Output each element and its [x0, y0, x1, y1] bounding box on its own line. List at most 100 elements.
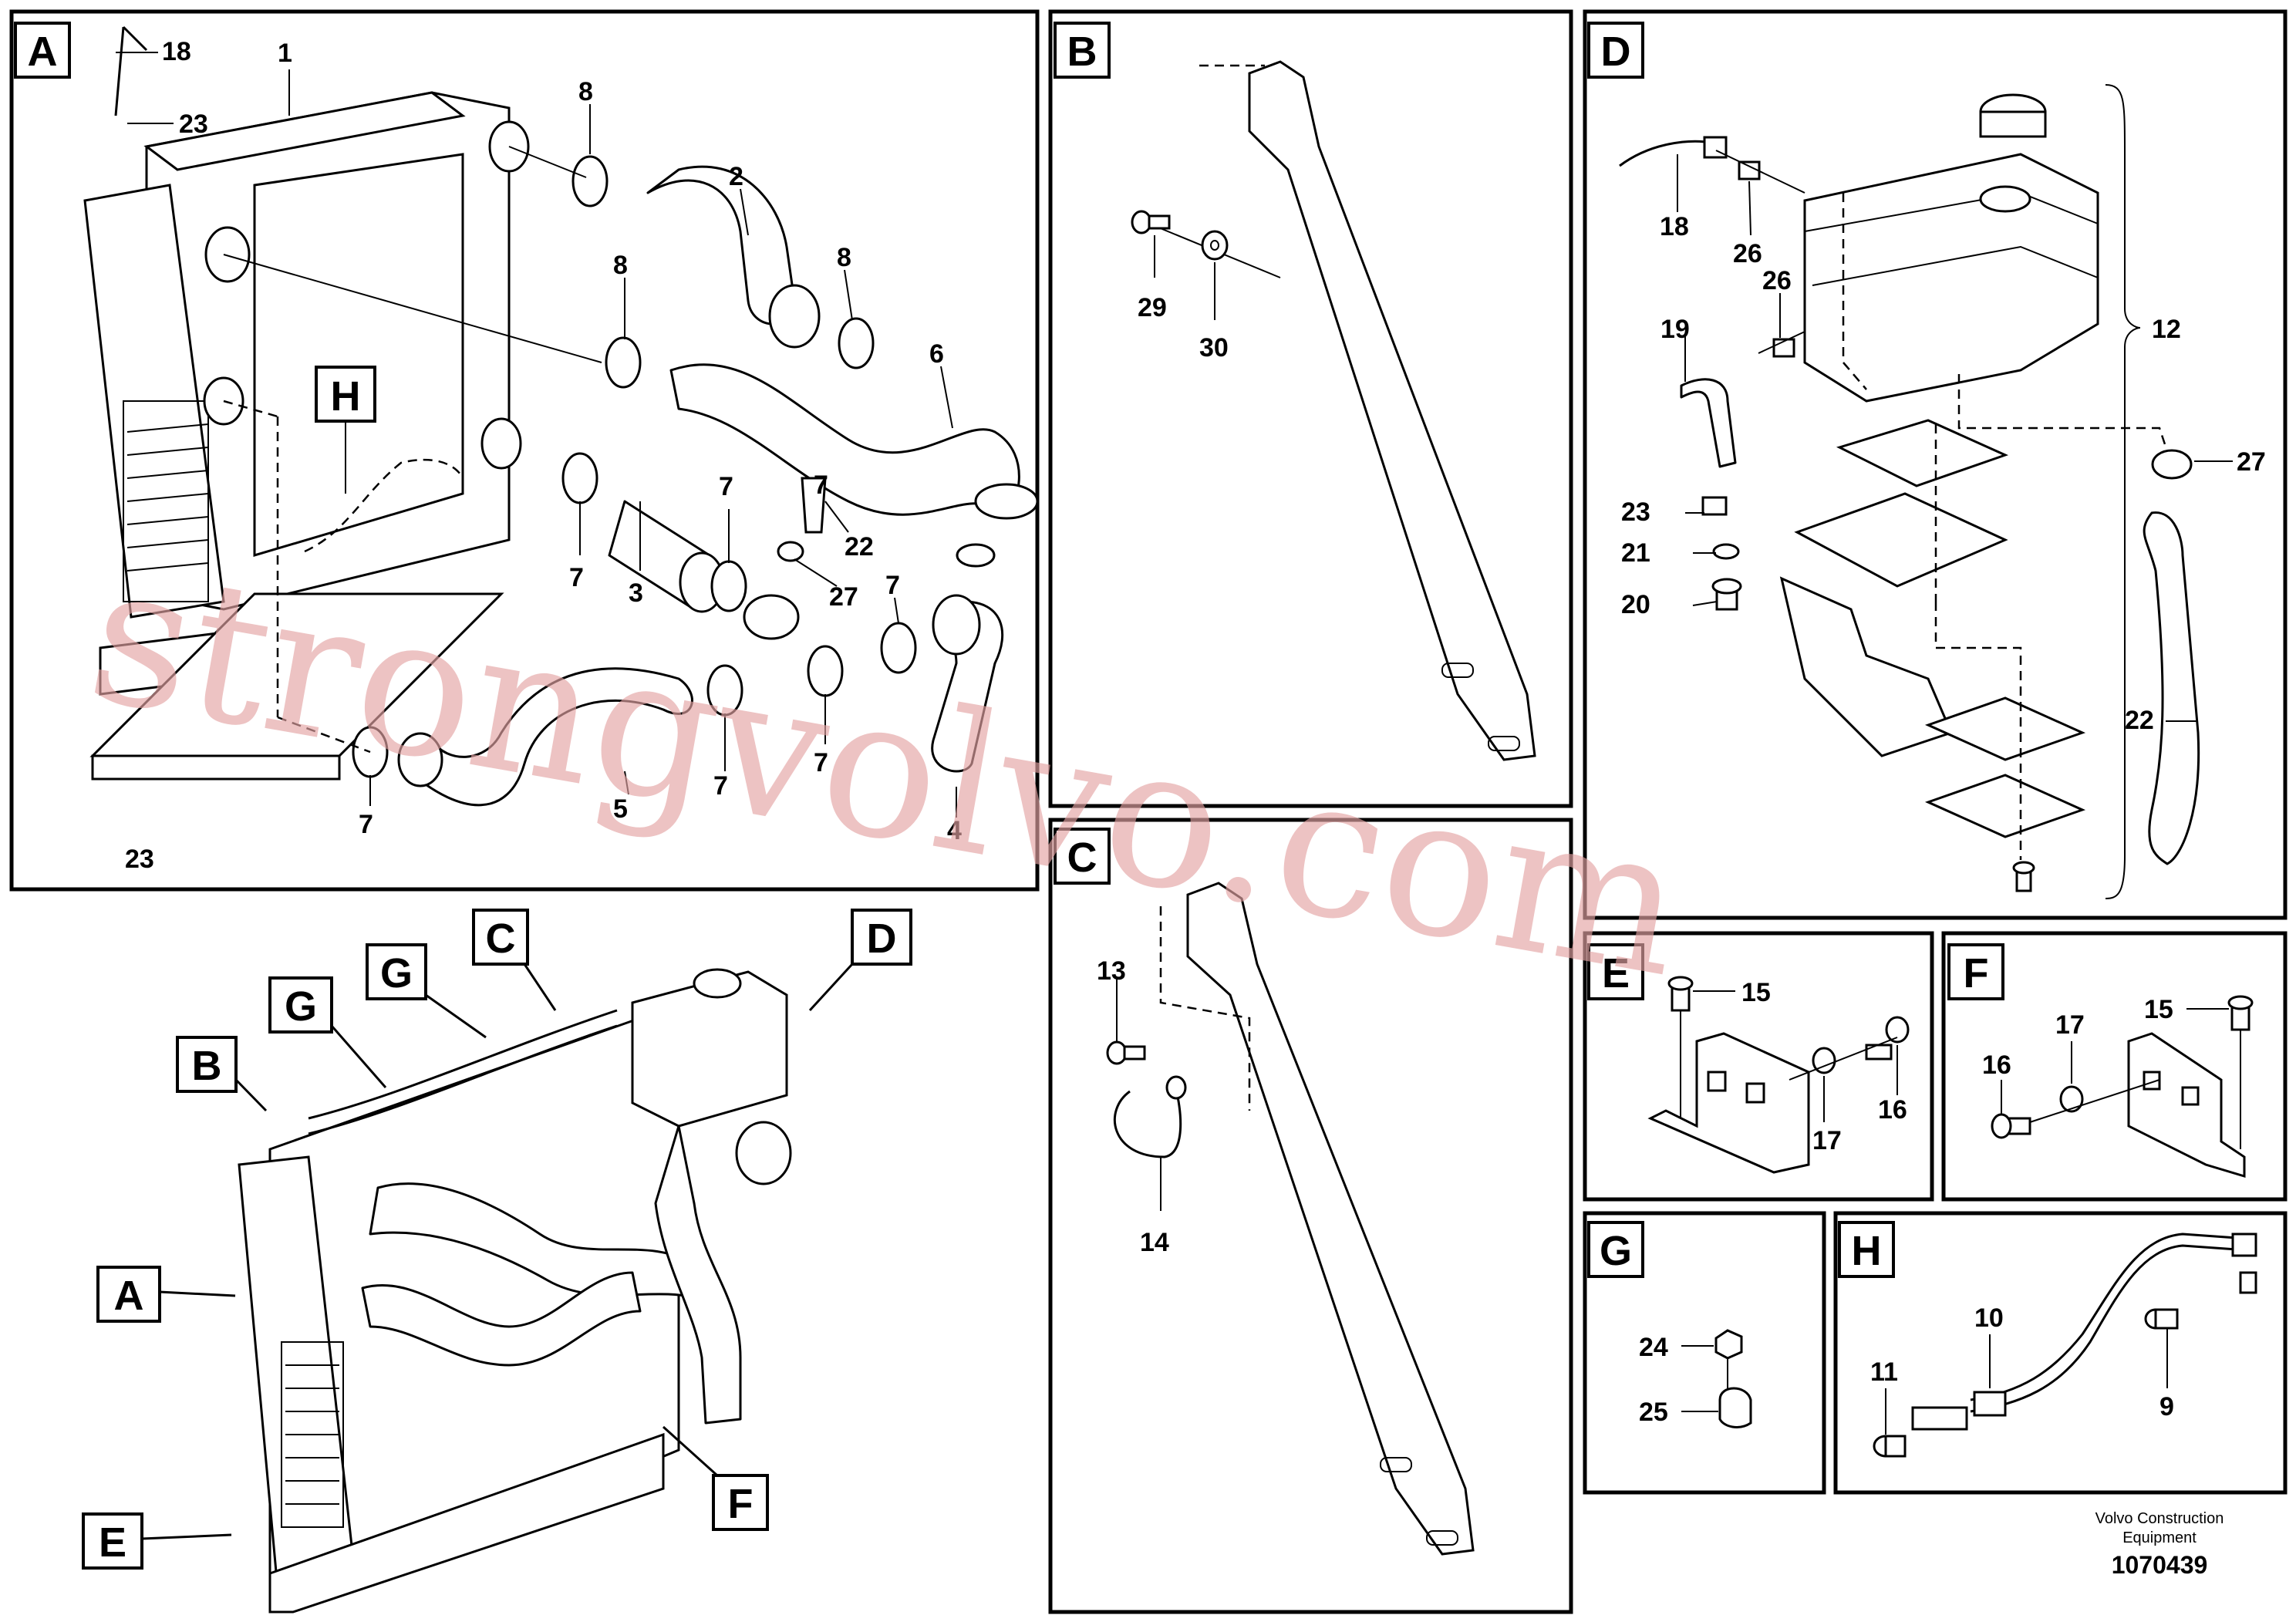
panel-h-letter: H [1852, 1228, 1882, 1274]
overview-callout-g-upper: G [380, 950, 413, 996]
axis-f-2 [2029, 1079, 2160, 1123]
bolt-bottom [2012, 861, 2035, 892]
nut-24 [1714, 1329, 1743, 1360]
overview-callout-e-box [82, 1512, 143, 1570]
panel-b: B 29 30 [1048, 9, 1573, 808]
panel-d: D [1583, 9, 2288, 920]
hose-19 [1680, 378, 1737, 468]
overview-arrow-d [808, 963, 854, 1012]
label-a-23-bottom: 23 [125, 845, 154, 874]
panel-g-letter-box [1587, 1221, 1644, 1278]
panel-g-frame [1583, 1211, 1826, 1495]
overview-callout-g-lower: G [285, 983, 317, 1030]
drawing-number: 1070439 [2112, 1551, 2208, 1579]
callout-h-box [315, 366, 376, 423]
overview-callout-f: F [728, 1481, 754, 1527]
label-a-8-top: 8 [578, 77, 593, 106]
bracket-e-nut-2 [1745, 1082, 1765, 1104]
mounting-plates [1779, 419, 2086, 838]
washer-30-hole [1210, 240, 1219, 251]
label-h-11: 11 [1870, 1357, 1898, 1387]
label-a-4: 4 [947, 816, 962, 845]
overview-callout-d: D [867, 916, 897, 962]
title-block: Volvo Construction Equipment 1070439 [2095, 1510, 2224, 1579]
radiator-drawing [83, 91, 530, 781]
expansion-tank-12 [1803, 93, 2099, 403]
panel-b-frame [1048, 9, 1573, 808]
panel-c-letter: C [1067, 835, 1097, 881]
label-d-26-mid: 26 [1762, 266, 1792, 295]
panel-a-letter-box [14, 22, 71, 79]
label-a-7-a: 7 [719, 472, 733, 501]
label-a-7-e: 7 [713, 771, 728, 801]
brace-12 [2105, 84, 2141, 899]
overview-arrow-g-upper [425, 993, 487, 1039]
label-g-24: 24 [1639, 1333, 1668, 1362]
bolt-15-f [2227, 995, 2254, 1031]
bolt-15-e [1667, 976, 1694, 1012]
overview-callout-e: E [99, 1519, 126, 1566]
overview-tank [631, 970, 788, 1128]
hose-10-edge [1970, 1244, 2237, 1413]
panel-f-frame [1941, 931, 2288, 1202]
panel-d-guides [1715, 150, 2169, 860]
label-c-14: 14 [1140, 1228, 1169, 1257]
label-a-5: 5 [613, 794, 628, 824]
label-a-27: 27 [829, 582, 858, 612]
panel-d-leaders [1677, 154, 2233, 722]
hose-3 [608, 500, 725, 613]
panel-d-letter: D [1601, 29, 1631, 75]
overview-callout-a-box [96, 1266, 161, 1323]
label-a-22: 22 [845, 532, 874, 561]
label-d-12: 12 [2152, 315, 2181, 344]
bracket-b-slot-2 [1488, 736, 1520, 751]
label-b-30: 30 [1199, 333, 1229, 363]
connector-22 [743, 477, 827, 640]
label-d-19: 19 [1660, 315, 1690, 344]
overview-callout-g-upper-box [366, 943, 427, 1000]
label-a-7-d: 7 [885, 571, 900, 600]
panel-a-frame [9, 9, 1040, 892]
clip-25 [1718, 1387, 1752, 1428]
clip-23 [1701, 496, 1728, 516]
overview-line-g2 [308, 1024, 618, 1135]
company-line-2: Equipment [2122, 1529, 2197, 1546]
label-a-6: 6 [929, 339, 944, 369]
label-a-23: 23 [179, 110, 208, 139]
bracket-b-slot-1 [1441, 663, 1474, 678]
bracket-e-nut-1 [1707, 1071, 1727, 1092]
axis-e-2 [1789, 1037, 1898, 1081]
overflow-pipe-18 [114, 25, 148, 116]
overflow-hose-18 [1619, 140, 1713, 167]
label-a-7-f: 7 [814, 748, 828, 777]
bracket-c [1186, 882, 1475, 1556]
bracket-e [1647, 1032, 1810, 1174]
overview-callout-f-box [712, 1474, 769, 1531]
overview-tank-cap [693, 968, 742, 999]
hose-2 [646, 165, 821, 349]
panel-d-frame [1583, 9, 2288, 920]
hose-h-outline [304, 458, 464, 553]
hose-clamps [352, 155, 996, 778]
panel-a-letter: A [28, 29, 58, 75]
clamp-27 [2151, 449, 2193, 480]
label-a-3: 3 [629, 578, 643, 608]
panel-a-leaders [116, 52, 957, 818]
overview-base [268, 1432, 665, 1614]
lanyard-14 [1113, 1090, 1182, 1158]
panel-h: H 10 11 9 [1833, 1211, 2288, 1495]
panel-e-letter: E [1602, 950, 1630, 996]
bolt-16-e [1865, 1016, 1910, 1061]
washer-21 [1712, 543, 1740, 560]
bracket-b [1248, 60, 1536, 761]
overview-assembly: C D G G B A F E [82, 909, 912, 1614]
overview-callout-c-box [472, 909, 529, 966]
washer-30 [1201, 230, 1229, 261]
label-a-2: 2 [729, 162, 743, 191]
hose-end-18 [1703, 136, 1728, 159]
plug-11 [1873, 1435, 1907, 1458]
overview-arrow-c [523, 963, 557, 1011]
hose-10-end-top [2239, 1271, 2257, 1294]
overview-callout-c: C [486, 916, 516, 962]
